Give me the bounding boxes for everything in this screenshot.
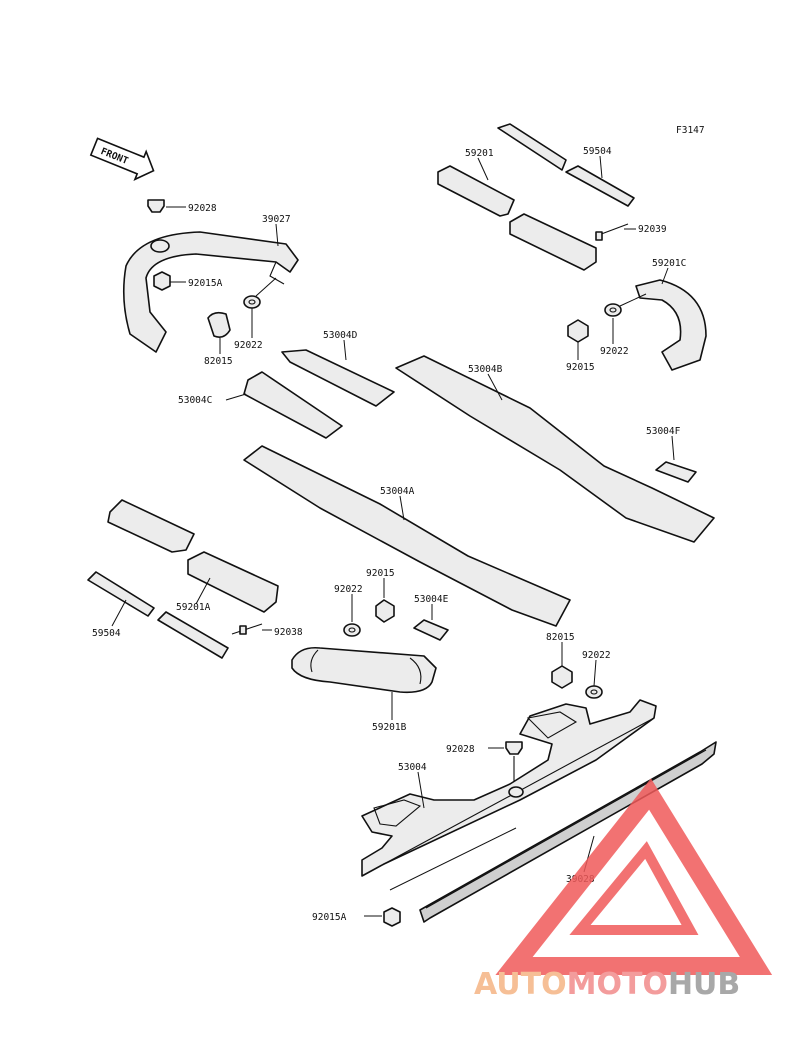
label-39027: 39027: [262, 214, 291, 225]
label-82015-right: 82015: [546, 632, 575, 643]
figure-code: F3147: [676, 125, 705, 136]
label-92039: 92039: [638, 224, 667, 235]
mat-53004B: [395, 355, 715, 543]
nut-92015-mid: [375, 599, 395, 623]
part-59504-left: [87, 571, 229, 659]
bolt-92028-bottom: [505, 741, 523, 784]
nut-92015A-bottom: [383, 907, 401, 927]
label-92028-bottom: 92028: [446, 744, 475, 755]
part-59201B: [291, 646, 437, 694]
washer-92022-left: [243, 295, 261, 309]
bolt-92028-top: [147, 199, 165, 213]
label-59504-left: 59504: [92, 628, 121, 639]
label-53004A: 53004A: [380, 486, 415, 497]
washer-92022-mid: [343, 623, 361, 637]
part-39028-rail: [419, 741, 717, 923]
label-53004E: 53004E: [414, 594, 449, 605]
label-92022-bottom: 92022: [582, 650, 611, 661]
label-59201B: 59201B: [372, 722, 407, 733]
part-59201A: [107, 499, 279, 613]
part-92039-pin: [595, 223, 629, 241]
label-59201C: 59201C: [652, 258, 686, 269]
watermark-moto: MOTO: [567, 967, 668, 1002]
mat-53004A: [243, 445, 571, 627]
watermark-auto: AUTO: [474, 967, 567, 1002]
label-53004C: 53004C: [178, 395, 212, 406]
watermark-triangle-icon: [495, 778, 773, 975]
label-92015-right: 92015: [566, 362, 595, 373]
label-59201A: 59201A: [176, 602, 211, 613]
label-92015A-bottom: 92015A: [312, 912, 347, 923]
nut-92015-right: [567, 319, 589, 343]
mat-53004F: [655, 461, 697, 483]
label-92022-mid: 92022: [334, 584, 363, 595]
watermark-inner-triangle-icon: [569, 841, 699, 935]
watermark-logo: AUTOMOTOHUB: [474, 778, 773, 1002]
front-arrow-icon: FRONT: [89, 137, 155, 181]
svg-text:AUTOMOTOHUB: AUTOMOTOHUB: [474, 967, 740, 1002]
cap-82015-right: [551, 665, 573, 689]
part-59504: [497, 123, 635, 207]
mat-53004D: [281, 349, 395, 407]
label-53004: 53004: [398, 762, 427, 773]
washer-92022-right: [604, 303, 622, 317]
label-92022-left: 92022: [234, 340, 263, 351]
label-53004F: 53004F: [646, 426, 681, 437]
label-92015-mid: 92015: [366, 568, 395, 579]
part-59201: [437, 165, 597, 271]
label-92038: 92038: [274, 627, 303, 638]
part-59201C: [635, 279, 707, 371]
washer-92022-bottom: [585, 685, 603, 699]
label-92022-right: 92022: [600, 346, 629, 357]
label-82015-left: 82015: [204, 356, 233, 367]
label-59504: 59504: [583, 146, 612, 157]
label-53004D: 53004D: [323, 330, 358, 341]
label-59201: 59201: [465, 148, 494, 159]
nut-92015A-top: [153, 271, 171, 291]
watermark-hub: HUB: [668, 967, 740, 1002]
mat-53004E: [413, 619, 449, 641]
part-92038-pin: [231, 623, 263, 635]
label-92028-top: 92028: [188, 203, 217, 214]
mat-53004C: [243, 371, 343, 439]
label-53004B: 53004B: [468, 364, 503, 375]
part-53004-bracket: [361, 699, 657, 877]
cap-82015-left: [207, 311, 231, 338]
label-92015A-top: 92015A: [188, 278, 223, 289]
part-39027: [122, 231, 299, 353]
